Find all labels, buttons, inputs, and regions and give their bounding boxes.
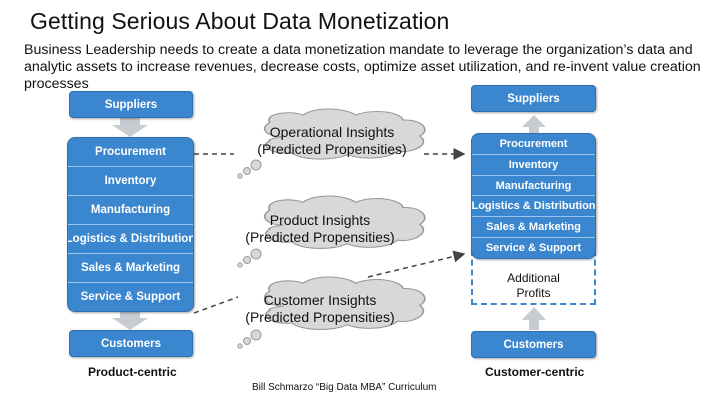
left-stage-sales-marketing: Sales & Marketing: [68, 254, 193, 283]
cloud-product-subtitle: (Predicted Propensities): [245, 229, 395, 245]
left-stage-procurement: Procurement: [68, 138, 193, 167]
cloud-product-text: Product Insights (Predicted Propensities…: [240, 212, 400, 246]
right-stage-inventory: Inventory: [472, 155, 595, 176]
cloud-product-title: Product Insights: [269, 212, 371, 228]
right-suppliers-box: Suppliers: [471, 85, 596, 112]
left-customers-arrow: [112, 310, 148, 330]
left-value-chain: Procurement Inventory Manufacturing Logi…: [67, 137, 194, 312]
cloud-operational-subtitle: (Predicted Propensities): [257, 141, 407, 157]
left-stage-manufacturing: Manufacturing: [68, 196, 193, 225]
additional-profits-line1: Additional: [507, 271, 560, 285]
left-stage-inventory: Inventory: [68, 167, 193, 196]
cloud-customer-title: Customer Insights: [263, 292, 377, 308]
right-stage-logistics: Logistics & Distribution: [472, 196, 595, 218]
right-stage-manufacturing: Manufacturing: [472, 176, 595, 197]
footer-credit: Bill Schmarzo “Big Data MBA” Curriculum: [252, 382, 437, 393]
right-caption: Customer-centric: [485, 365, 585, 379]
left-suppliers-box: Suppliers: [69, 91, 193, 118]
right-value-chain: Procurement Inventory Manufacturing Logi…: [471, 133, 596, 259]
right-customers-box: Customers: [471, 331, 596, 358]
left-customers-box: Customers: [69, 330, 193, 357]
left-stage-logistics: Logistics & Distribution: [68, 225, 193, 254]
right-suppliers-arrow: [522, 115, 546, 133]
customer-connector-out: [367, 250, 466, 278]
additional-profits-line2: Profits: [516, 286, 551, 300]
page-title: Getting Serious About Data Monetization: [30, 8, 450, 34]
left-stage-service-support: Service & Support: [80, 291, 181, 303]
left-caption: Product-centric: [88, 365, 177, 379]
right-stage-procurement: Procurement: [472, 134, 595, 155]
additional-profits-label: Additional Profits: [471, 271, 596, 301]
cloud-operational-title: Operational Insights: [269, 124, 395, 140]
page-subtitle: Business Leadership needs to create a da…: [24, 42, 701, 92]
right-customers-arrow: [522, 307, 546, 330]
right-stage-service-support: Service & Support: [485, 242, 582, 255]
customer-connector-in: [193, 296, 239, 314]
cloud-customer-subtitle: (Predicted Propensities): [245, 309, 395, 325]
cloud-operational-text: Operational Insights (Predicted Propensi…: [252, 124, 412, 158]
left-suppliers-arrow: [112, 117, 148, 137]
cloud-customer-text: Customer Insights (Predicted Propensitie…: [240, 292, 400, 326]
right-stage-sales-marketing: Sales & Marketing: [472, 217, 595, 239]
